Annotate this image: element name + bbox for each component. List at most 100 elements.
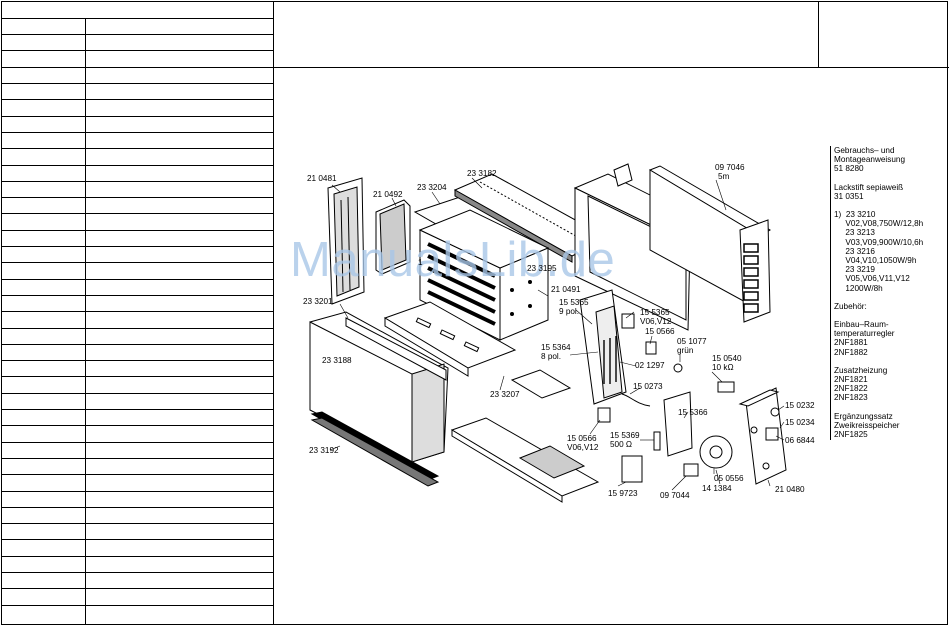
side-note: 1) 23 3210 V02,V08,750W/12,8h 23 3213 V0…: [834, 210, 924, 293]
table-row-line: [1, 181, 274, 182]
part-number-label: 15 5365: [559, 298, 589, 307]
table-row-line: [1, 197, 274, 198]
table-row-line: [1, 279, 274, 280]
table-row-line: [1, 458, 274, 459]
part-number-label: 05 1077: [677, 337, 707, 346]
side-note: Einbau–Raum- temperaturregler 2NF1881 2N…: [834, 320, 895, 357]
table-row-line: [1, 165, 274, 166]
part-number-label: 21 0492: [373, 190, 403, 199]
table-row-line: [1, 474, 274, 475]
table-row-line: [1, 67, 274, 68]
table-row-line: [1, 132, 274, 133]
part-number-label: 21 0480: [775, 485, 805, 494]
table-row-line: [1, 344, 274, 345]
side-note: Gebrauchs– und Montageanweisung 51 8280: [834, 146, 906, 174]
table-row-line: [1, 50, 274, 51]
part-number-label: 05 0556: [714, 474, 744, 483]
part-number-label: 21 0481: [307, 174, 337, 183]
part-number-label: 23 3201: [303, 297, 333, 306]
heating-strip: [310, 411, 440, 487]
table-column-divider: [85, 18, 86, 625]
part-number-label: 09 7044: [660, 491, 690, 500]
part-number-label: 15 0234: [785, 418, 815, 427]
heater-element: [613, 163, 771, 323]
table-row-line: [1, 393, 274, 394]
part-number-label: 10 kΩ: [712, 363, 734, 372]
table-row-line: [1, 556, 274, 557]
table-row-line: [1, 213, 274, 214]
part-number-label: 23 3188: [322, 356, 352, 365]
table-row-line: [1, 328, 274, 329]
header-divider: [818, 1, 819, 67]
insulation-block: [375, 199, 411, 275]
side-note: Ergänzungssatz Zweikreisspeicher 2NF1825: [834, 411, 900, 440]
part-number-label: 15 5369: [610, 431, 640, 440]
table-row-line: [1, 295, 274, 296]
table-row-line: [1, 605, 274, 606]
table-row-line: [1, 442, 274, 443]
table-row-line: [1, 18, 274, 19]
table-row-line: [1, 523, 274, 524]
part-number-label: 23 3204: [417, 183, 447, 192]
side-panel-left: [327, 177, 365, 305]
storage-core: [418, 209, 550, 341]
part-number-label: 23 3195: [527, 264, 557, 273]
part-number-label: 06 6844: [785, 436, 815, 445]
part-number-label: V06,V12: [567, 443, 599, 452]
table-row-line: [1, 376, 274, 377]
base-plate: [450, 417, 600, 503]
side-note: Zubehör:: [834, 301, 867, 311]
top-cover: [453, 173, 610, 263]
leader-lines: [329, 177, 785, 491]
part-number-label: 21 0491: [551, 285, 581, 294]
table-divider: [273, 1, 274, 625]
part-number-label: 1: [418, 258, 423, 267]
part-number-label: 500 Ω: [610, 440, 633, 449]
part-number-label: 02 1297: [635, 361, 665, 370]
table-row-line: [1, 116, 274, 117]
table-row-line: [1, 83, 274, 84]
table-row-line: [1, 539, 274, 540]
part-number-label: 09 7046: [715, 163, 745, 172]
side-note: Zusatzheizung 2NF1821 2NF1822 2NF1823: [834, 365, 888, 403]
part-number-label: 8 pol.: [541, 352, 562, 361]
part-number-label: 15 0566: [645, 327, 675, 336]
notes-divider: [830, 146, 831, 440]
table-row-line: [1, 572, 274, 573]
part-number-label: 15 5364: [541, 343, 571, 352]
part-number-label: 9 pol.: [559, 307, 580, 316]
part-number-label: 23 3192: [309, 446, 339, 455]
part-number-label: V06,V12: [640, 317, 672, 326]
table-row-line: [1, 311, 274, 312]
watermark: ManualsLib.de: [290, 233, 616, 287]
table-row-line: [1, 148, 274, 149]
part-number-label: 15 0566: [567, 434, 597, 443]
table-row-line: [1, 360, 274, 361]
table-row-line: [1, 230, 274, 231]
part-number-label: 15 0232: [785, 401, 815, 410]
table-row-line: [1, 246, 274, 247]
table-row-line: [1, 491, 274, 492]
part-number-label: 14 1384: [702, 484, 732, 493]
side-note: Lackstift sepiaweiß 31 0351: [834, 182, 904, 201]
table-row-line: [1, 34, 274, 35]
part-number-label: 23 3182: [467, 169, 497, 178]
part-number-label: 15 5365: [640, 308, 670, 317]
table-row-line: [1, 425, 274, 426]
table-row-line: [1, 99, 274, 100]
part-number-label: grün: [677, 346, 694, 355]
table-row-line: [1, 262, 274, 263]
table-row-line: [1, 588, 274, 589]
side-cover-right: [738, 387, 787, 485]
part-number-label: 15 0273: [633, 382, 663, 391]
header-bottom-line: [273, 67, 949, 68]
control-bracket: [579, 289, 735, 483]
table-row-line: [1, 507, 274, 508]
part-number-label: 23 3207: [490, 390, 520, 399]
bottom-tray: [383, 301, 572, 399]
table-row-line: [1, 409, 274, 410]
part-number-label: 5m: [718, 172, 730, 181]
